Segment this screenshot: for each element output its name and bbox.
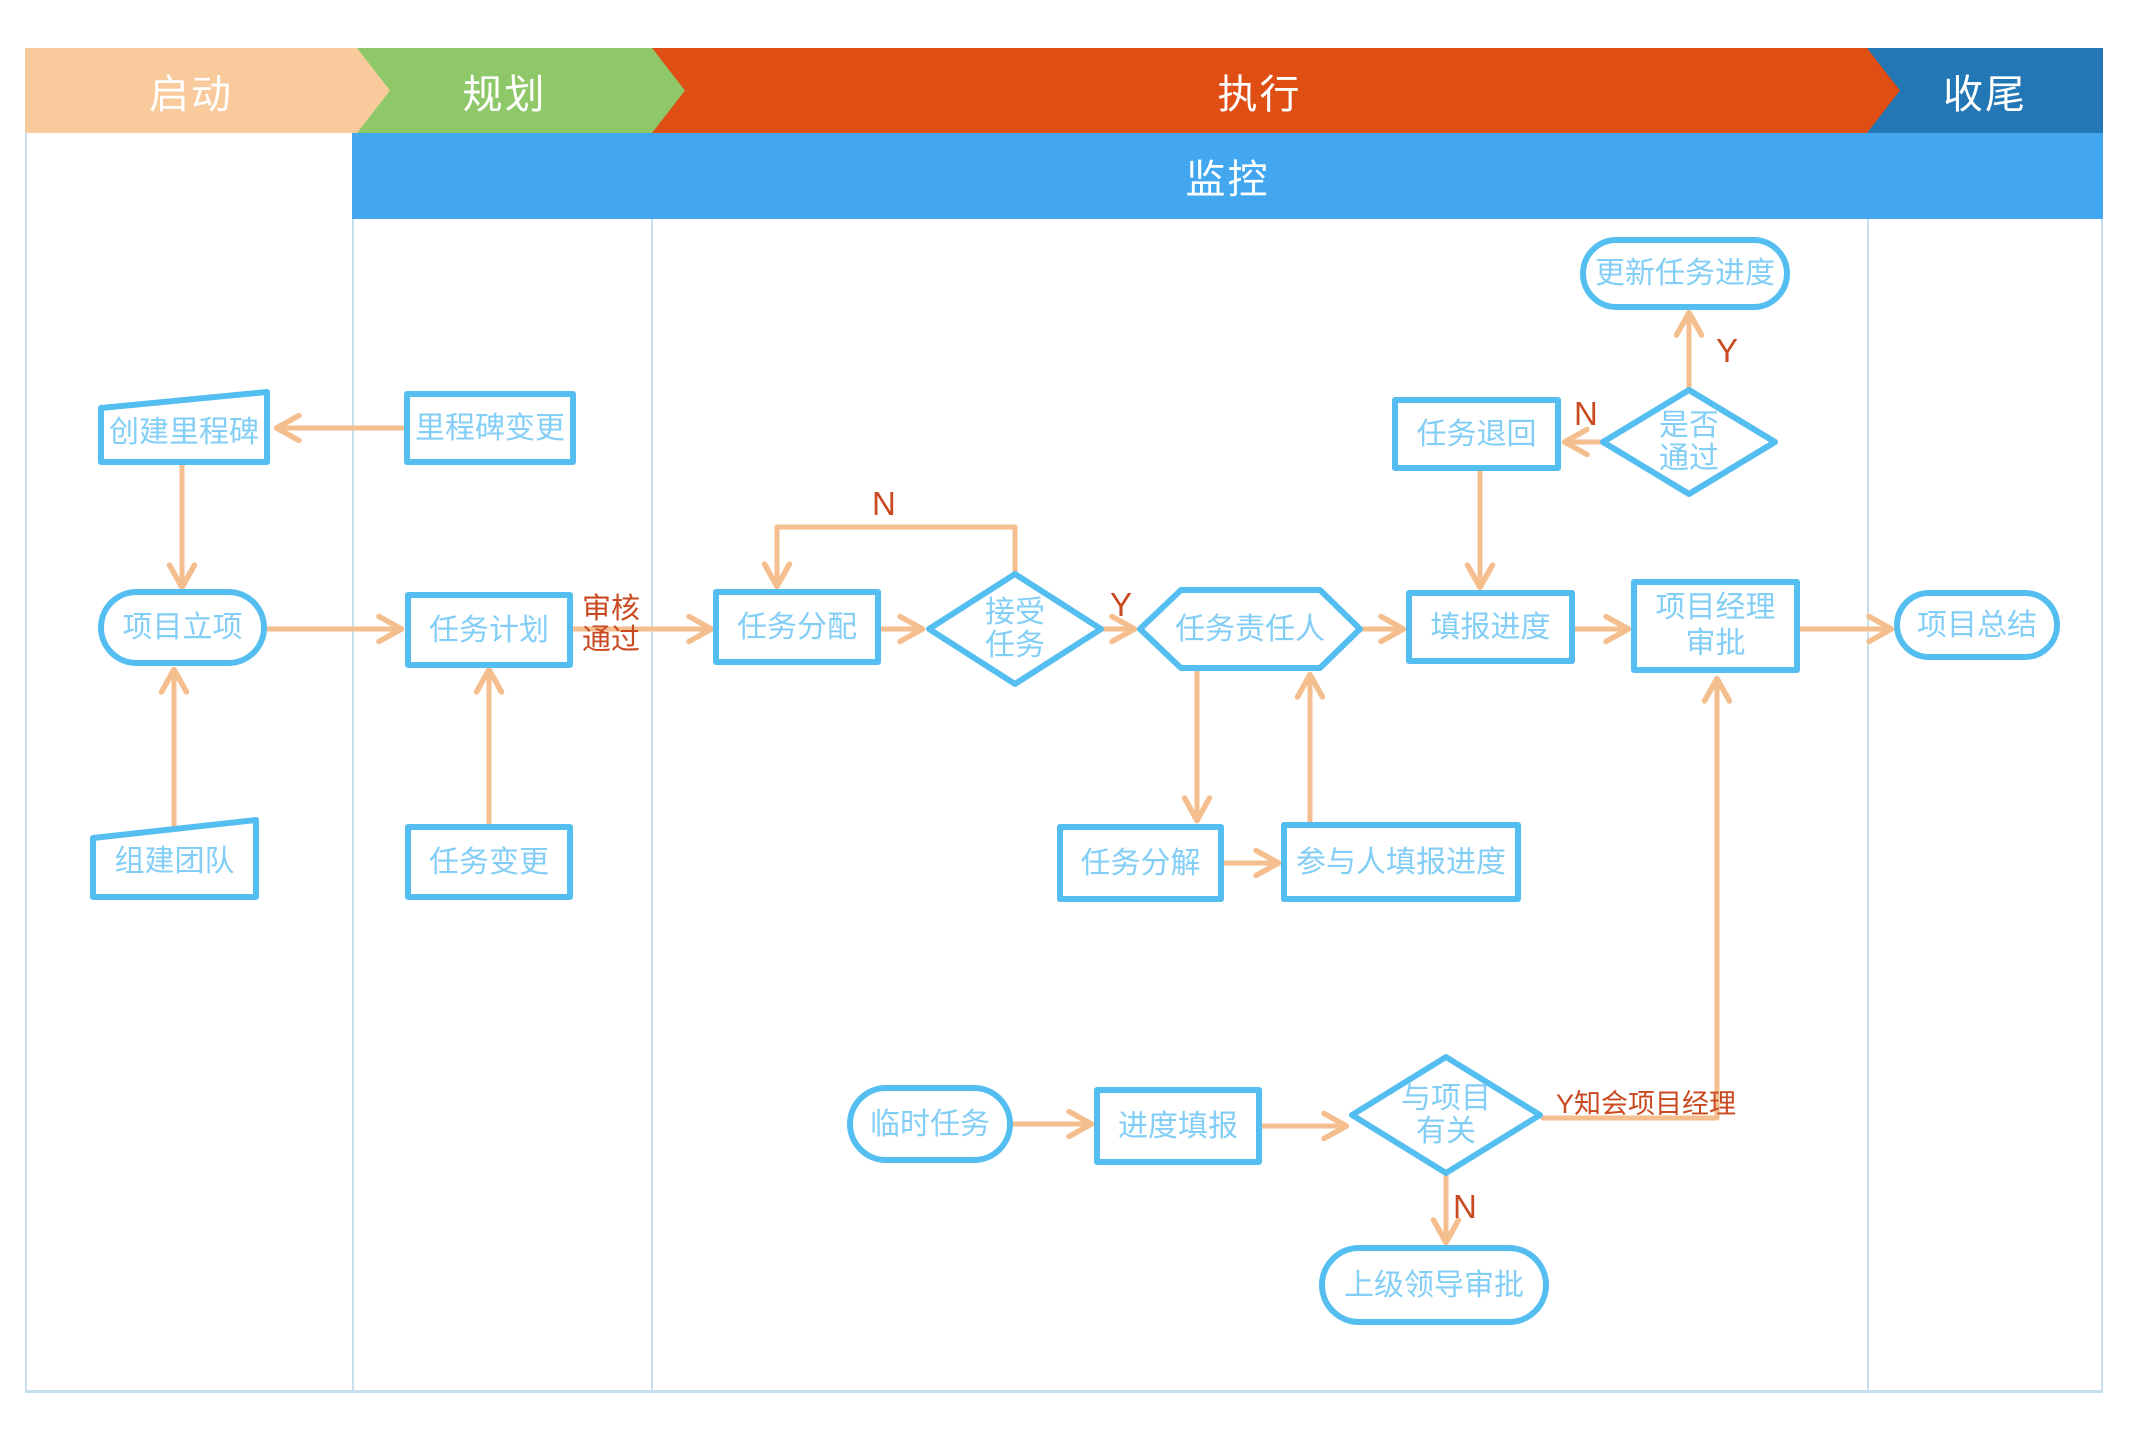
lane-border-bottom — [25, 1390, 2103, 1393]
edge-label-review-pass-line1: 审核 — [581, 593, 640, 625]
node-task-assign-shape[interactable] — [713, 589, 881, 665]
connector-relatedcheck-yes-pmapproval — [1540, 675, 1733, 1121]
node-milestone-change-shape[interactable] — [404, 391, 576, 465]
node-related-check-line2: 有关 — [1416, 1115, 1476, 1148]
node-build-team-shape[interactable] — [90, 817, 259, 900]
edge-label-review-pass: 审核 通过 — [580, 594, 642, 656]
node-project-initiation-label: 项目立项 — [122, 611, 243, 644]
node-task-decompose-shape[interactable] — [1057, 824, 1224, 902]
node-create-milestone-label: 创建里程碑 — [109, 415, 259, 449]
node-related-check-line1: 与项目 — [1401, 1082, 1491, 1115]
node-pass-check-shape[interactable] — [1600, 387, 1778, 497]
node-milestone-change-label: 里程碑变更 — [415, 411, 565, 445]
node-task-assign-label: 任务分配 — [737, 610, 857, 644]
node-temp-task-label: 临时任务 — [870, 1107, 990, 1141]
phase-label-close: 收尾 — [1943, 72, 2027, 117]
node-task-plan-label: 任务计划 — [429, 613, 549, 647]
node-fill-progress-label: 填报进度 — [1430, 610, 1551, 644]
node-progress-fill-label: 进度填报 — [1118, 1109, 1238, 1143]
node-accept-task-shape[interactable] — [926, 571, 1104, 687]
node-task-decompose-label: 任务分解 — [1080, 846, 1201, 880]
node-build-team-label: 组建团队 — [114, 845, 235, 878]
phase-label-start: 启动 — [149, 72, 233, 117]
node-accept-task-line2: 任务 — [985, 629, 1045, 662]
node-pm-approval-line1: 项目经理 — [1655, 591, 1776, 624]
lane-border-right — [2101, 219, 2103, 1392]
node-pass-check-label: 是否 通过 — [1629, 408, 1749, 476]
node-project-initiation-shape[interactable] — [98, 589, 267, 666]
edge-label-accept-yes: Y — [1110, 586, 1133, 623]
node-pass-check-line2: 通过 — [1659, 442, 1719, 475]
node-update-progress-label: 更新任务进度 — [1595, 257, 1775, 290]
node-related-check-shape[interactable] — [1349, 1054, 1543, 1176]
phase-band-start: 启动 — [25, 48, 390, 133]
edge-label-review-pass-line2: 通过 — [581, 624, 640, 656]
edge-label-related-no: N — [1453, 1188, 1477, 1225]
node-related-check-label: 与项目 有关 — [1386, 1081, 1506, 1149]
node-update-progress-shape[interactable] — [1580, 237, 1790, 310]
node-task-owner-shape[interactable] — [1137, 587, 1363, 671]
node-accept-task-line1: 接受 — [985, 596, 1045, 629]
node-leader-approval-label: 上级领导审批 — [1344, 1268, 1524, 1302]
node-pm-approval-label: 项目经理 审批 — [1634, 582, 1797, 670]
node-fill-progress-shape[interactable] — [1406, 590, 1575, 664]
node-accept-task-label: 接受 任务 — [955, 595, 1075, 663]
node-task-change-label: 任务变更 — [429, 845, 549, 879]
node-task-plan-shape[interactable] — [405, 592, 573, 668]
node-participant-report-label: 参与人填报进度 — [1296, 845, 1506, 879]
monitor-label: 监控 — [1185, 158, 1270, 202]
node-progress-fill-shape[interactable] — [1094, 1087, 1262, 1165]
node-task-change-shape[interactable] — [405, 824, 573, 900]
lane-divider-start-plan — [352, 133, 354, 1392]
edge-label-related-yes: Y知会项目经理 — [1556, 1089, 1737, 1119]
phase-label-plan: 规划 — [462, 72, 547, 117]
phase-band-close: 收尾 — [1867, 48, 2103, 133]
phase-band-exec: 执行 — [652, 48, 1900, 133]
connector-accepttask-no-loop — [761, 524, 1018, 590]
node-task-owner-label: 任务责任人 — [1175, 612, 1325, 646]
node-temp-task-shape[interactable] — [847, 1085, 1013, 1163]
edge-label-pass-yes: Y — [1716, 332, 1739, 369]
phase-label-exec: 执行 — [1217, 72, 1302, 117]
node-create-milestone-shape[interactable] — [98, 389, 270, 465]
edge-label-pass-no: N — [1574, 395, 1598, 432]
node-task-return-label: 任务退回 — [1416, 417, 1537, 451]
lane-divider-exec-close — [1867, 219, 1869, 1392]
node-leader-approval-shape[interactable] — [1319, 1245, 1549, 1325]
node-participant-report-shape[interactable] — [1281, 822, 1521, 902]
node-pass-check-line1: 是否 — [1659, 409, 1719, 442]
node-pm-approval-shape[interactable] — [1631, 579, 1800, 673]
lane-border-left — [25, 133, 27, 1392]
monitor-band: 监控 — [352, 133, 2103, 219]
edge-label-accept-no: N — [872, 485, 896, 522]
node-project-summary-label: 项目总结 — [1917, 608, 2037, 642]
node-task-return-shape[interactable] — [1392, 397, 1561, 471]
phase-band-plan: 规划 — [357, 48, 685, 133]
node-pm-approval-line2: 审批 — [1685, 627, 1746, 660]
lane-divider-plan-exec — [651, 219, 653, 1392]
node-project-summary-shape[interactable] — [1894, 590, 2060, 660]
